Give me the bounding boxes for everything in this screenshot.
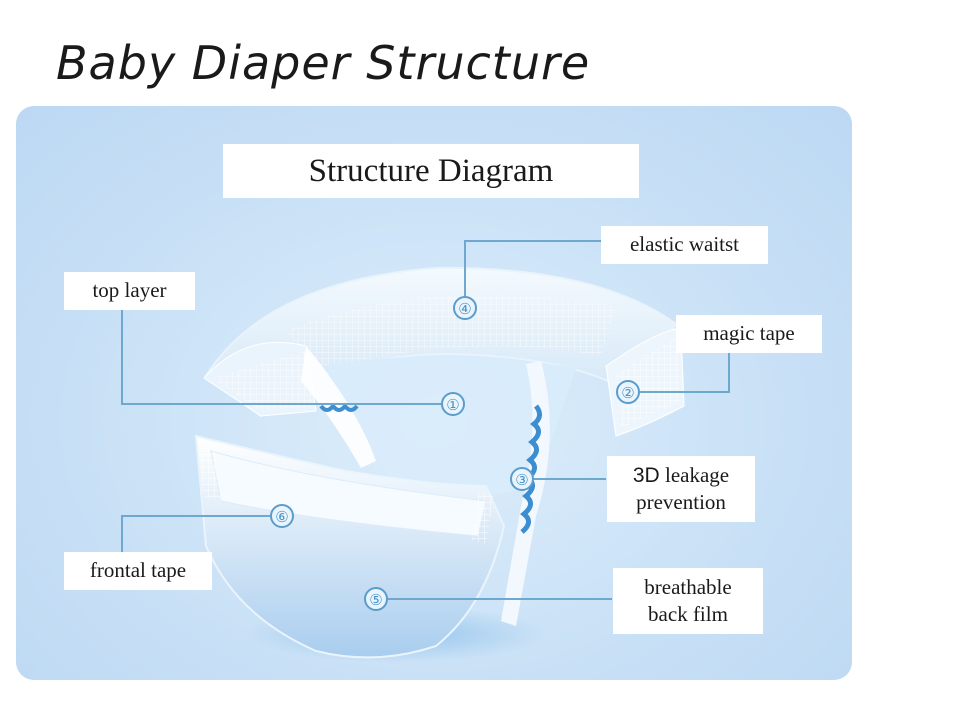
diagram-panel: ① ② ③ ④ ⑤ ⑥ Structure Diagram elastic wa… xyxy=(16,106,852,680)
label-top-layer-text: top layer xyxy=(92,278,167,303)
marker-2: ② xyxy=(621,384,634,402)
leader-top-layer xyxy=(121,304,442,405)
diagram-heading-text: Structure Diagram xyxy=(308,152,554,189)
label-frontal-tape-text: frontal tape xyxy=(89,558,187,583)
label-frontal-tape: frontal tape xyxy=(64,552,212,590)
marker-1: ① xyxy=(446,396,459,414)
marker-6: ⑥ xyxy=(275,508,288,526)
label-leakage-line1: 3D leakage xyxy=(633,462,729,489)
leader-lines xyxy=(121,240,730,600)
leader-elastic-waist xyxy=(464,240,602,296)
marker-ring-2 xyxy=(616,380,640,404)
label-breathable-back-film: breathable back film xyxy=(613,568,763,634)
label-elastic-waist: elastic waitst xyxy=(601,226,768,264)
diaper-illustration: ① ② ③ ④ ⑤ ⑥ xyxy=(121,240,730,662)
marker-5: ⑤ xyxy=(369,591,382,609)
label-leakage-prevention: 3D leakage prevention xyxy=(607,456,755,522)
left-leak-guard xyxy=(301,346,376,468)
label-leakage-prefix: 3D xyxy=(632,463,660,487)
marker-ring-3 xyxy=(510,467,534,491)
marker-4: ④ xyxy=(458,300,471,318)
label-leakage-line2: prevention xyxy=(636,490,726,514)
label-top-layer: top layer xyxy=(64,272,195,310)
label-back-film-line2: back film xyxy=(648,602,728,626)
leader-magic-tape xyxy=(640,348,730,393)
leader-frontal-tape xyxy=(121,515,270,556)
marker-ring-6 xyxy=(270,504,294,528)
label-elastic-waist-text: elastic waitst xyxy=(629,232,740,257)
marker-3: ③ xyxy=(515,471,528,489)
marker-ring-4 xyxy=(453,296,477,320)
markers: ① ② ③ ④ ⑤ ⑥ xyxy=(270,296,640,611)
top-layer-surface xyxy=(316,356,576,496)
marker-ring-5 xyxy=(364,587,388,611)
diagram-heading: Structure Diagram xyxy=(223,144,639,198)
label-back-film-line1: breathable xyxy=(644,574,732,599)
marker-ring-1 xyxy=(441,392,465,416)
label-magic-tape: magic tape xyxy=(676,315,822,353)
label-magic-tape-text: magic tape xyxy=(703,321,795,346)
page-title: Baby Diaper Structure xyxy=(56,36,591,90)
label-leakage-word: leakage xyxy=(664,462,730,487)
